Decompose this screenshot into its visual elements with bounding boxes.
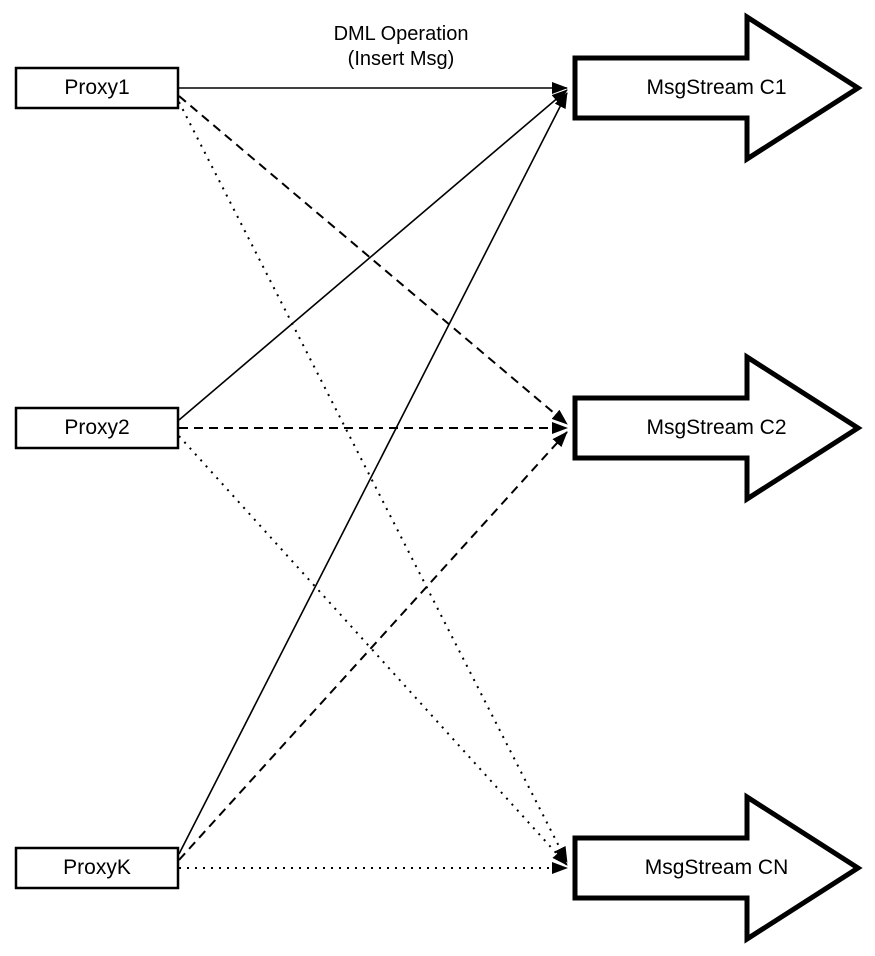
msgstream-c1-arrow — [572, 12, 863, 164]
edge-proxy1-cn — [178, 101, 568, 863]
caption: DML Operation (Insert Msg) — [334, 22, 469, 72]
msgstream-c2-label: MsgStream C2 — [646, 416, 787, 439]
edge-proxy2-c1 — [178, 89, 568, 421]
caption-line-1: DML Operation — [333, 23, 469, 45]
proxyk-label: ProxyK — [63, 856, 131, 879]
edge-proxy1-c2 — [178, 95, 568, 425]
proxy1-box — [14, 66, 180, 110]
msgstream-c1-label: MsgStream C1 — [646, 76, 787, 99]
msgstream-c2-arrow — [572, 352, 863, 504]
msgstream-cn-label: MsgStream CN — [644, 856, 789, 879]
edge-proxyk-c1 — [178, 92, 568, 855]
proxyk-box — [14, 846, 180, 890]
proxy2-label: Proxy2 — [64, 416, 130, 439]
edge-proxy2-cn — [178, 435, 568, 866]
edge-proxyk-c2 — [178, 431, 568, 861]
caption-line-2: (Insert Msg) — [347, 48, 455, 70]
proxy1-label: Proxy1 — [64, 76, 130, 99]
proxy2-box — [14, 406, 180, 450]
msgstream-cn-arrow — [572, 792, 863, 944]
